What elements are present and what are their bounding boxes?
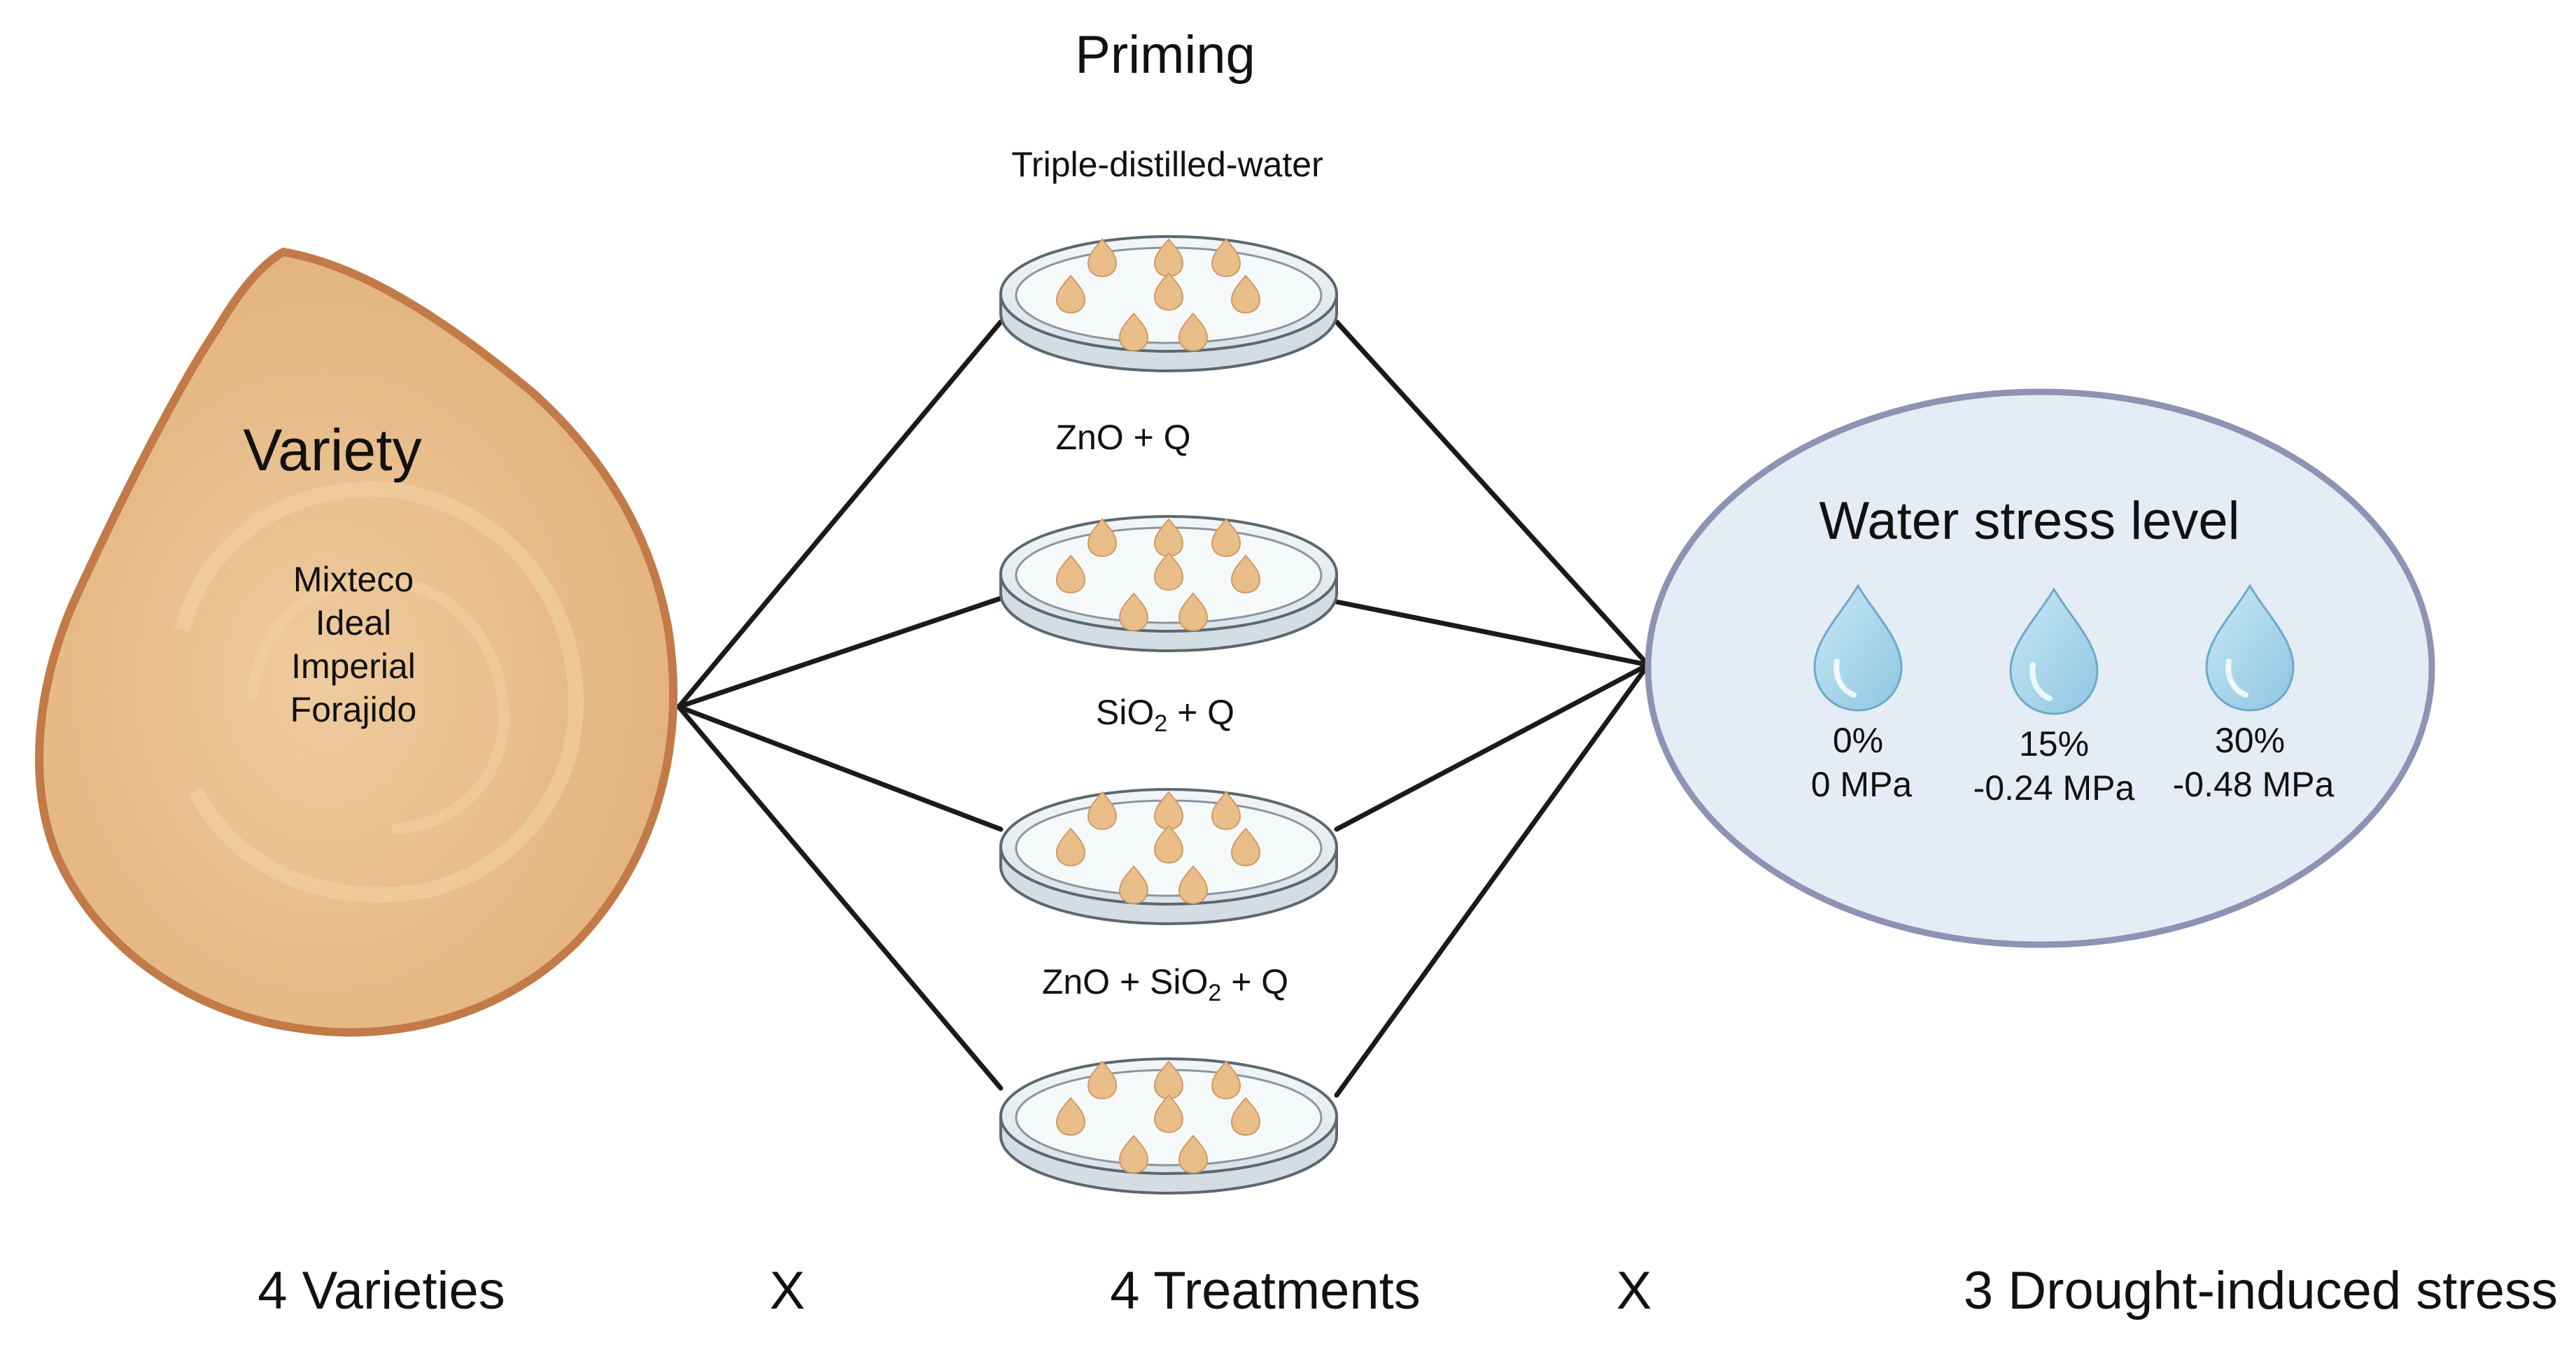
stress-pressure-30: -0.48 MPa: [2173, 765, 2335, 804]
water-stress-title: Water stress level: [1819, 491, 2239, 551]
stress-percent-30: 30%: [2215, 721, 2285, 760]
connector-lines: [676, 319, 1651, 1098]
stress-pressure-0: 0 MPa: [1811, 765, 1913, 804]
petri-dish-water: [999, 235, 1338, 372]
variety-item: Forajido: [290, 690, 417, 729]
seed-texture: [174, 481, 584, 903]
stress-pressure-15: -0.24 MPa: [1973, 768, 2135, 808]
footer-treatments: 4 Treatments: [1110, 1261, 1421, 1321]
treatment-label-sio2-q: SiO2 + Q: [1096, 693, 1234, 737]
variety-list: Mixteco Ideal Imperial Forajido: [290, 560, 417, 729]
footer-stress: 3 Drought-induced stress: [1964, 1261, 2558, 1321]
petri-dish-zno-sio2-q: [999, 1057, 1338, 1195]
footer-varieties: 4 Varieties: [258, 1261, 505, 1321]
treatment-label-zno-q: ZnO + Q: [1055, 418, 1190, 457]
treatment-label-water: Triple-distilled-water: [1011, 145, 1323, 184]
variety-item: Ideal: [316, 603, 391, 642]
footer-times-2: X: [1617, 1261, 1652, 1321]
factorial-footer: 4 Varieties X 4 Treatments X 3 Drought-i…: [258, 1261, 2558, 1321]
stress-percent-15: 15%: [2019, 724, 2089, 763]
variety-item: Imperial: [291, 647, 416, 686]
priming-title: Priming: [1075, 25, 1255, 85]
variety-seed: [35, 248, 678, 1037]
variety-item: Mixteco: [293, 560, 414, 599]
footer-times-1: X: [770, 1261, 805, 1321]
variety-title: Variety: [243, 417, 421, 483]
treatment-label-zno-sio2-q: ZnO + SiO2 + Q: [1042, 962, 1288, 1006]
petri-dish-sio2-q: [999, 788, 1338, 925]
seed-texture-inner: [246, 575, 510, 835]
petri-dish-zno-q: [999, 515, 1338, 652]
stress-percent-0: 0%: [1833, 721, 1883, 760]
